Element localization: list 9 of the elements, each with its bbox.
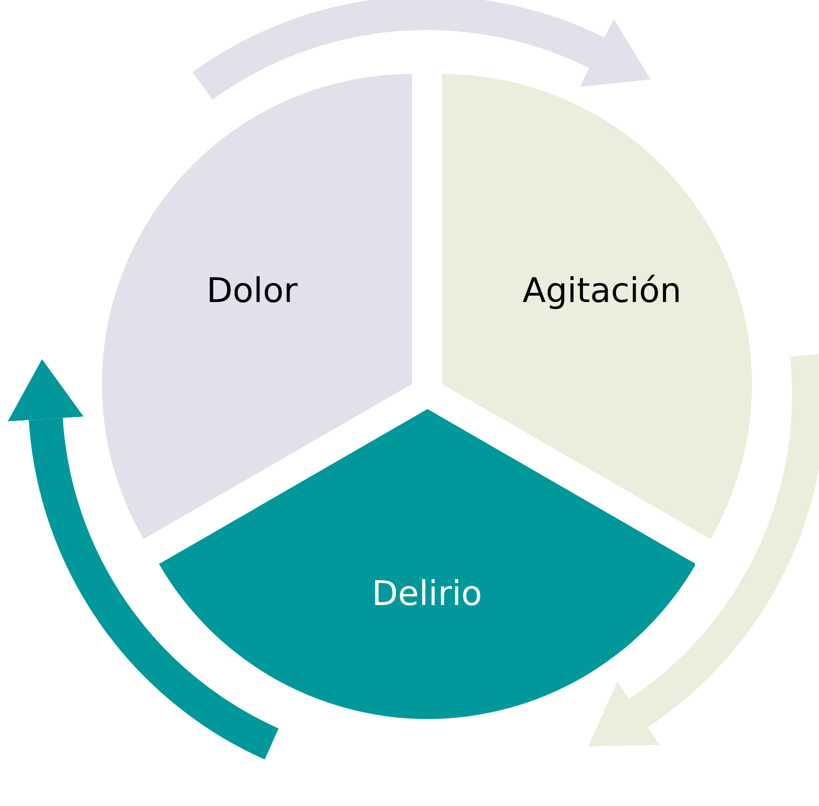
pie-segment [442,74,752,538]
segment-label: Delirio [372,574,482,614]
curved-arrow [590,354,819,750]
pie-segment [102,74,412,538]
curved-arrow [193,0,652,100]
segment-label: Dolor [206,271,298,311]
pie-segment [158,409,696,719]
segment-label: Agitación [522,271,682,311]
curved-arrow [8,359,280,760]
